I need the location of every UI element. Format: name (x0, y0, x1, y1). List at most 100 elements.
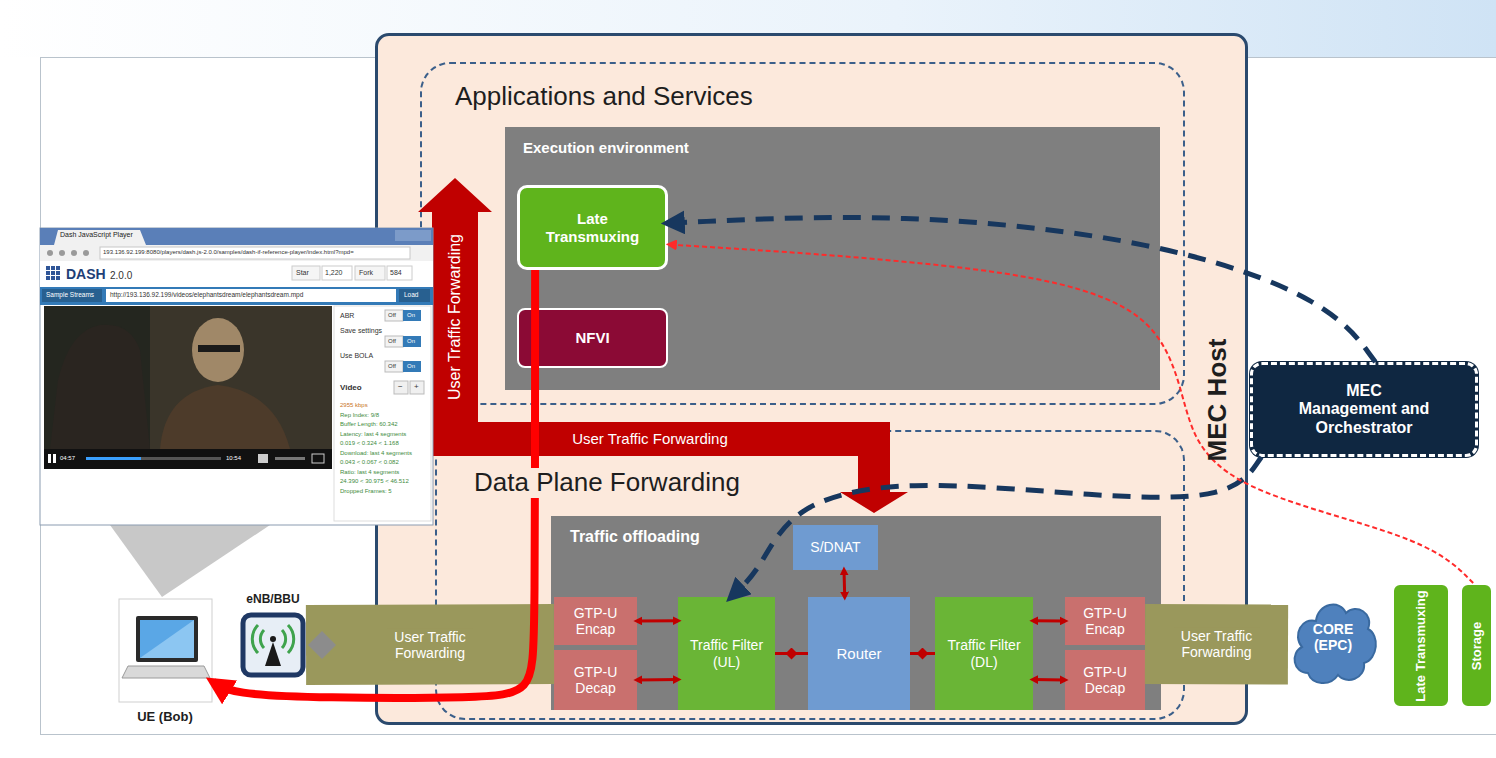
button-text: Load (404, 291, 418, 298)
figure-part (160, 385, 290, 449)
toggle-text: On (407, 338, 415, 345)
toggle-text: Off (388, 363, 396, 370)
base-station-icon: eNB/BBU (240, 612, 306, 678)
nfvi-box: NFVI (517, 308, 668, 368)
figure-part (403, 336, 421, 347)
figure-part (86, 457, 141, 460)
figure-part (44, 306, 332, 449)
storage-box: Storage (1460, 583, 1493, 708)
orchestrator-box: MEC Management and Orchestrator (1250, 362, 1478, 457)
gtp-box: GTP-U Encap (1065, 597, 1145, 645)
setting-name: Use BOLA (340, 352, 373, 360)
box-label: CORE (EPC) (1303, 621, 1363, 653)
button-text: Sample Streams (46, 291, 94, 298)
figure-part (42, 289, 102, 302)
figure-part (385, 361, 403, 372)
connector-label: User Traffic Forwarding (388, 628, 473, 660)
box-heading: UE (Bob) (137, 710, 193, 725)
laptop-icon-shape (118, 598, 213, 703)
setting-name: Save settings (340, 327, 382, 335)
figure-part (292, 266, 320, 280)
figure-part (1295, 605, 1376, 683)
figure-part (355, 266, 385, 280)
link-arrow (637, 619, 678, 622)
figure-part (403, 361, 421, 372)
figure-part (150, 306, 332, 449)
tab-title: Dash JavaScript Player (60, 231, 133, 239)
link-arrow (1033, 619, 1065, 622)
arrow-label: User Traffic Forwarding (446, 234, 464, 400)
link-arrow (910, 652, 935, 655)
figure-part (40, 287, 433, 305)
stat-text: Download: last 4 segments (340, 450, 412, 457)
box-label: MEC Management and Orchestrator (1297, 382, 1431, 437)
figure-part (282, 630, 286, 648)
stat-text: Latency: last 4 segments (340, 431, 406, 438)
figure-part (140, 620, 194, 658)
callout-pointer (110, 525, 270, 597)
figure-part (403, 310, 421, 321)
figure-part (40, 228, 433, 525)
gtp-box: GTP-U Decap (1065, 650, 1145, 710)
toggle-text: Off (388, 338, 396, 345)
input-text: http://193.136.92.199/videos/elephantsdr… (110, 291, 303, 298)
figure-part (387, 266, 412, 280)
figure-part (122, 666, 210, 678)
figure-part (100, 247, 410, 259)
router-box: Router (808, 597, 910, 710)
toggle-text: Off (388, 312, 396, 319)
figure-part (288, 625, 294, 653)
figure-part (40, 261, 433, 287)
version-text: 2.0.0 (110, 270, 132, 282)
stat-text: 0.019 < 0.324 < 1.168 (340, 440, 399, 447)
figure-part (50, 325, 150, 449)
link-arrow (843, 570, 847, 597)
figure-part (56, 271, 60, 275)
figure-part (260, 630, 264, 648)
figure-part (394, 381, 408, 394)
link-arrow (637, 678, 678, 682)
control-arrow (731, 457, 1261, 597)
connector-group (213, 218, 1473, 698)
figure-part (51, 271, 55, 275)
stat-text: Buffer Length: 60.342 (340, 421, 398, 428)
laptop-icon: UE (Bob) (118, 598, 213, 703)
figure-part (46, 271, 50, 275)
time-text: 10:54 (226, 455, 241, 462)
figure-part (140, 620, 194, 658)
figure-part (399, 289, 430, 302)
box-heading: Traffic offloading (570, 528, 700, 546)
delivery-arrow (213, 270, 535, 698)
gtp-box: GTP-U Decap (554, 650, 637, 710)
figure-part (192, 318, 244, 382)
figure-part (395, 230, 431, 241)
box-label: Late Transmuxing (538, 210, 648, 245)
box-label: Traffic Filter (DL) (944, 637, 1024, 669)
junction-diamond (308, 631, 336, 659)
traffic-arrow (418, 178, 908, 513)
toggle-text: On (407, 312, 415, 319)
figure-part (258, 454, 268, 463)
box-label: GTP-U Encap (1065, 605, 1145, 637)
connector-label: User Traffic Forwarding (1174, 628, 1259, 660)
filter-box: Traffic Filter (UL) (678, 597, 775, 710)
forwarding-band (1145, 604, 1288, 685)
button-text: + (414, 382, 419, 391)
figure-part (322, 266, 352, 280)
stat-text: Rep Index: 9/8 (340, 412, 379, 419)
service-box: Late Transmuxing (1392, 583, 1450, 708)
figure-part (312, 454, 324, 463)
button-text: Star (296, 269, 309, 277)
figure-part (56, 276, 60, 280)
box-label: Traffic Filter (UL) (687, 637, 767, 669)
control-arrow (668, 218, 1375, 362)
figure-part (86, 457, 221, 460)
figure-part (47, 250, 53, 256)
box-label: GTP-U Encap (554, 605, 637, 637)
box-label: S/DNAT (810, 539, 860, 555)
stat-text: 2955 kbps (340, 402, 368, 409)
figure-part (46, 266, 60, 280)
stat-text: Ratio: last 4 segments (340, 469, 399, 476)
figure-part (136, 616, 198, 662)
